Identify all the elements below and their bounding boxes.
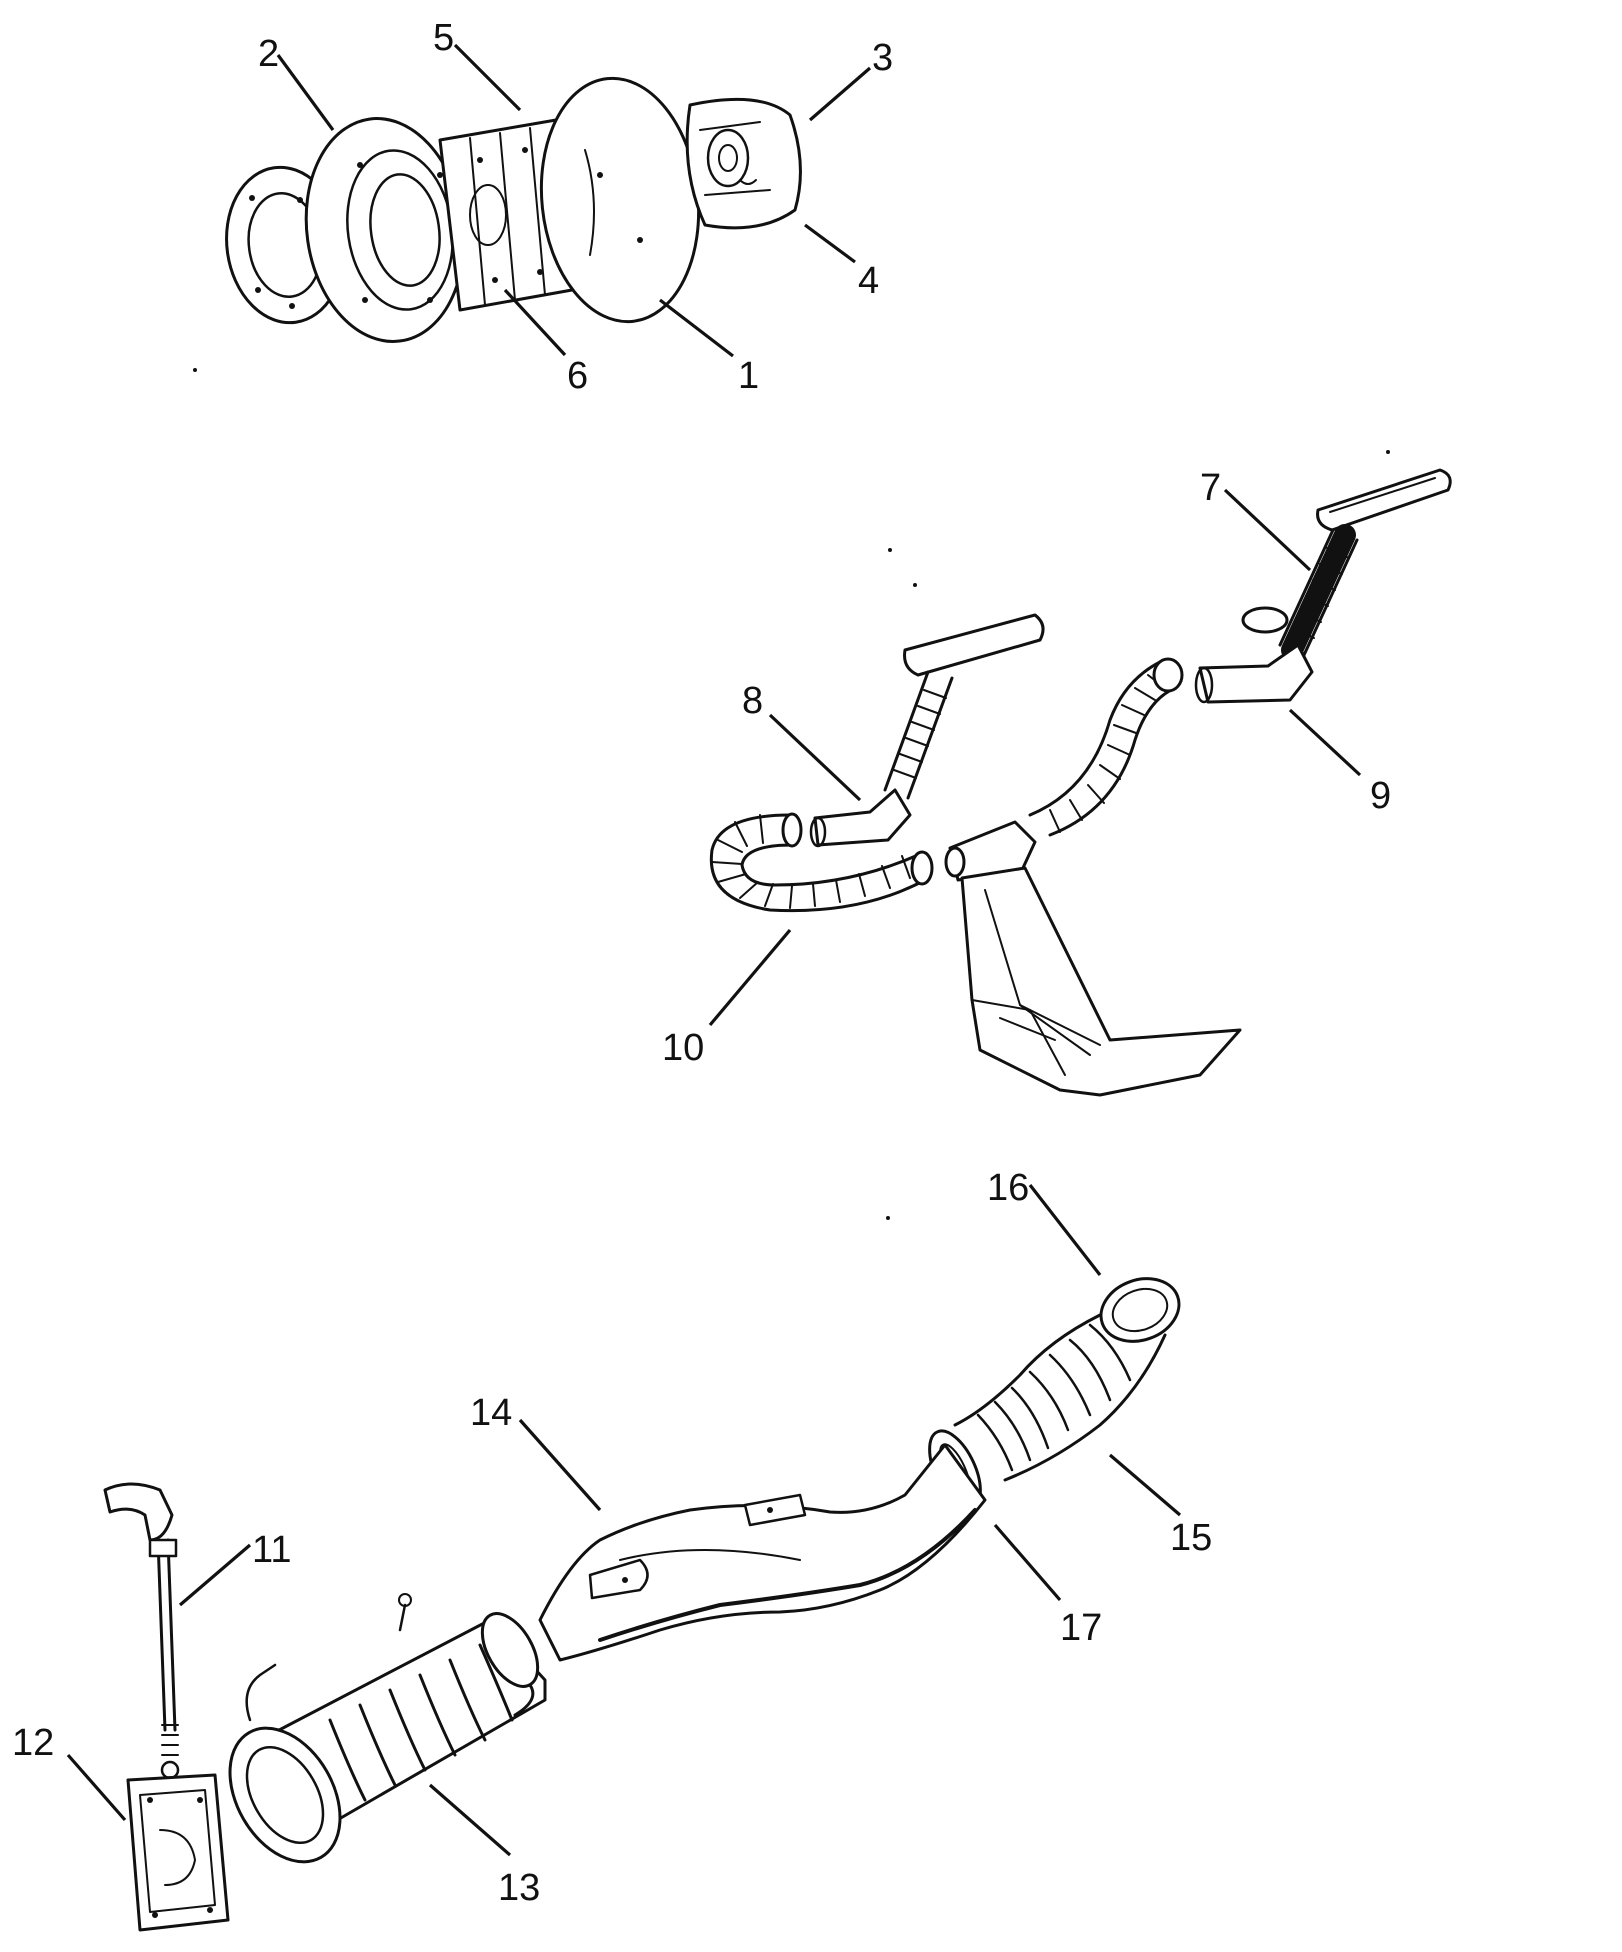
callout-4: 4 xyxy=(858,260,879,302)
callout-12: 12 xyxy=(12,1722,54,1764)
callout-14: 14 xyxy=(470,1392,512,1434)
center-hose xyxy=(1028,657,1184,837)
outlet-plate-right xyxy=(1316,468,1452,532)
collar-16 xyxy=(1099,1277,1181,1343)
front-flange xyxy=(304,117,466,343)
callout-labels: 2 5 3 4 6 1 7 8 9 10 11 12 13 14 15 16 1… xyxy=(12,17,1391,1909)
rod-11 xyxy=(103,1482,180,1780)
elbow-8 xyxy=(813,788,912,847)
leader-lines xyxy=(66,43,1362,1857)
drum-assembly xyxy=(225,76,802,343)
hose-15 xyxy=(953,1313,1167,1482)
elbow-9 xyxy=(1198,643,1314,704)
hub-cap xyxy=(685,97,802,230)
callout-5: 5 xyxy=(433,17,454,59)
main-duct-14 xyxy=(538,1443,987,1662)
hose-10 xyxy=(709,812,934,913)
callout-11: 11 xyxy=(252,1529,291,1571)
hose-8 xyxy=(883,670,954,800)
heater-tube-13 xyxy=(228,1593,547,1864)
callout-17: 17 xyxy=(1060,1607,1102,1649)
heater-duct-assembly xyxy=(103,1277,1181,1932)
callout-15: 15 xyxy=(1170,1517,1212,1559)
callout-10: 10 xyxy=(662,1027,704,1069)
callout-7: 7 xyxy=(1200,467,1221,509)
callout-3: 3 xyxy=(872,37,893,79)
callout-1: 1 xyxy=(738,355,759,397)
callout-6: 6 xyxy=(567,355,588,397)
hose-7 xyxy=(1278,524,1359,661)
callout-13: 13 xyxy=(498,1867,540,1909)
duct-hose-assembly xyxy=(709,468,1452,1097)
callout-9: 9 xyxy=(1370,775,1391,817)
plenum-duct xyxy=(944,820,1242,1097)
gasket-small xyxy=(1241,606,1289,634)
callout-2: 2 xyxy=(258,33,279,75)
plate-12 xyxy=(126,1773,230,1932)
callout-16: 16 xyxy=(987,1167,1029,1209)
callout-8: 8 xyxy=(742,680,763,722)
outlet-plate-left xyxy=(903,613,1045,677)
